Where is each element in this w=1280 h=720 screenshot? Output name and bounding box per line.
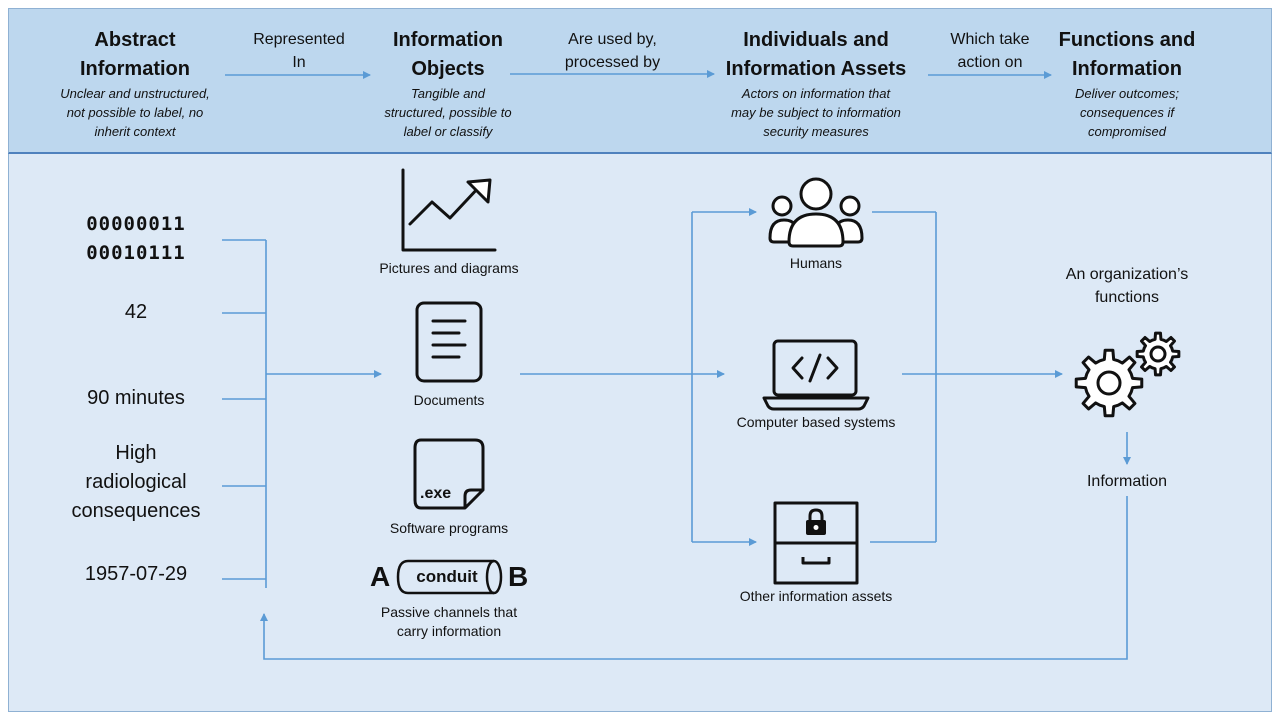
title-line: Information (1072, 58, 1182, 80)
information-label: Information (1086, 473, 1168, 490)
desc-line: may be subject to information (731, 105, 901, 120)
org-functions-line: functions (1094, 289, 1160, 306)
title-line: Information (80, 58, 190, 80)
desc-line: structured, possible to (384, 105, 512, 120)
org-functions-line: An organization’s (1065, 266, 1189, 283)
desc-line: Deliver outcomes; (1074, 86, 1180, 101)
title-line: Functions and (1058, 29, 1196, 51)
body-panel (8, 154, 1272, 712)
laptop-code-icon (762, 339, 870, 411)
desc-line: consequences if (1080, 105, 1174, 120)
desc-line: inherit context (94, 124, 176, 139)
computers-label: Computer based systems (736, 414, 896, 430)
desc-line: Actors on information that (741, 86, 891, 101)
title-line: Information (393, 29, 503, 51)
gears-icon (1074, 331, 1181, 418)
connector-label-used-by: Are used by, processed by (540, 28, 685, 74)
header-band (8, 8, 1272, 154)
document-icon (415, 301, 483, 383)
connector-line: Are used by, (568, 31, 657, 48)
desc-line: Unclear and unstructured, (60, 86, 210, 101)
column-desc-assets: Actors on information that may be subjec… (696, 84, 936, 141)
column-title-abstract: Abstract Information (35, 26, 235, 84)
connector-label-represented-in: Represented In (234, 28, 364, 74)
duration-value: 90 minutes (87, 387, 185, 409)
documents-label: Documents (413, 392, 485, 408)
desc-line: compromised (1087, 124, 1167, 139)
feedback-loop-line (260, 496, 1128, 660)
column-desc-objects: Tangible and structured, possible to lab… (358, 84, 538, 141)
desc-line: Tangible and (411, 86, 485, 101)
column-title-functions: Functions and Information (1037, 26, 1217, 84)
chart-icon (401, 168, 497, 252)
other-assets-label: Other information assets (739, 588, 893, 604)
title-line: Abstract (94, 29, 176, 51)
desc-line: security measures (763, 124, 869, 139)
consequence-value: High radiological consequences (46, 439, 226, 526)
binary-line: 00010111 (86, 242, 186, 264)
column-desc-abstract: Unclear and unstructured, not possible t… (30, 84, 240, 141)
connector-line: Which take (950, 31, 1030, 48)
desc-line: label or classify (403, 124, 493, 139)
title-line: Objects (411, 58, 485, 80)
connector-line: action on (957, 54, 1023, 71)
binary-line: 00000011 (86, 213, 186, 235)
software-label: Software programs (389, 520, 509, 536)
gear-hole (1149, 345, 1167, 363)
conduit-endpoint-b: B (508, 561, 529, 592)
connector-label-take-action: Which take action on (930, 28, 1050, 74)
title-line: Information Assets (725, 58, 907, 80)
conduit-label: conduit (416, 567, 478, 586)
consequence-line: High (115, 442, 157, 464)
org-functions-label: An organization’s functions (1037, 263, 1217, 309)
channels-label: Passive channels that carry information (359, 603, 539, 641)
desc-line: not possible to label, no (66, 105, 204, 120)
exe-extension: .exe (420, 485, 452, 502)
connector-line: Represented (253, 31, 345, 48)
binary-value: 00000011 00010111 (66, 210, 206, 268)
connector-line: processed by (564, 54, 661, 71)
channels-line: carry information (396, 623, 502, 639)
conduit-pipe-icon (396, 559, 503, 595)
column-title-objects: Information Objects (358, 26, 538, 84)
locked-cabinet-icon (773, 501, 859, 585)
gear-hole (1096, 370, 1122, 396)
connector-line: In (292, 54, 306, 71)
column-desc-functions: Deliver outcomes; consequences if compro… (1037, 84, 1217, 141)
channels-line: Passive channels that (380, 604, 518, 620)
consequence-line: radiological (85, 471, 187, 493)
date-value: 1957-07-29 (84, 563, 188, 585)
column-title-assets: Individuals and Information Assets (696, 26, 936, 84)
number-value: 42 (124, 301, 148, 323)
consequence-line: consequences (71, 500, 201, 522)
humans-label: Humans (789, 255, 843, 271)
people-group-icon (768, 177, 864, 248)
pictures-label: Pictures and diagrams (379, 260, 519, 276)
file-exe-icon (413, 438, 485, 510)
conduit-endpoint-a: A (370, 561, 391, 592)
title-line: Individuals and (743, 29, 889, 51)
